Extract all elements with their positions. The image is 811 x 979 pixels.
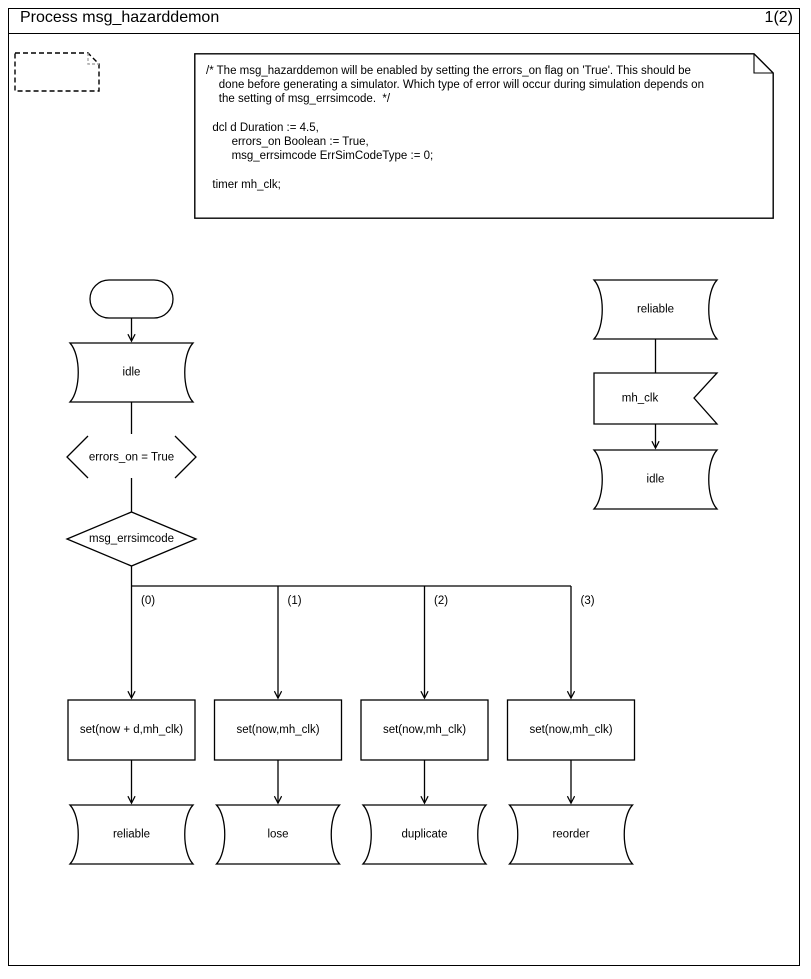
task-label-3: set(now,mh_clk) xyxy=(529,724,612,736)
decision-label: msg_errsimcode xyxy=(89,533,174,545)
input-mh-clk-label: mh_clk xyxy=(622,393,659,405)
branch-label-3: (3) xyxy=(581,595,595,607)
text-block-content: /* The msg_hazarddemon will be enabled b… xyxy=(206,65,704,191)
condition-symbol-left-chevron[interactable] xyxy=(66,435,89,479)
state-symbol-idle-right[interactable] xyxy=(592,449,719,510)
branch-label-0: (0) xyxy=(141,595,155,607)
input-symbol-mh-clk[interactable] xyxy=(593,372,719,425)
state-symbol-3[interactable] xyxy=(508,804,634,865)
task-symbol-1[interactable] xyxy=(213,699,343,761)
task-symbol-0[interactable] xyxy=(67,699,196,761)
page-title: Process msg_hazarddemon xyxy=(20,9,220,26)
task-label-2: set(now,mh_clk) xyxy=(383,724,466,736)
state-label-2: duplicate xyxy=(401,829,447,841)
start-symbol[interactable] xyxy=(89,279,174,319)
task-symbol-2[interactable] xyxy=(360,699,489,761)
text-block-fold-icon xyxy=(753,53,774,74)
extension-stub-outline xyxy=(14,52,100,92)
state-label-0: reliable xyxy=(113,829,150,841)
title-divider xyxy=(8,33,800,34)
condition-symbol-right-chevron[interactable] xyxy=(174,435,197,479)
extension-stub-symbol xyxy=(14,52,100,92)
state-idle-right-label: idle xyxy=(647,474,665,486)
state-symbol-idle[interactable] xyxy=(68,342,195,403)
task-label-0: set(now + d,mh_clk) xyxy=(80,724,183,736)
condition-label: errors_on = True xyxy=(89,452,174,464)
branch-label-2: (2) xyxy=(434,595,448,607)
state-symbol-1[interactable] xyxy=(215,804,341,865)
text-block-outline xyxy=(194,53,774,219)
state-idle-label: idle xyxy=(123,367,141,379)
page-number: 1(2) xyxy=(764,9,793,26)
page-frame xyxy=(8,8,800,966)
declaration-text-block: /* The msg_hazarddemon will be enabled b… xyxy=(194,53,774,219)
state-symbol-0[interactable] xyxy=(68,804,195,865)
state-symbol-reliable-right[interactable] xyxy=(592,279,719,340)
branch-label-1: (1) xyxy=(288,595,302,607)
state-label-3: reorder xyxy=(552,829,589,841)
state-reliable-right-label: reliable xyxy=(637,304,674,316)
state-symbol-2[interactable] xyxy=(361,804,488,865)
state-label-1: lose xyxy=(267,829,288,841)
task-label-1: set(now,mh_clk) xyxy=(236,724,319,736)
extension-stub-fold-icon xyxy=(87,53,99,65)
